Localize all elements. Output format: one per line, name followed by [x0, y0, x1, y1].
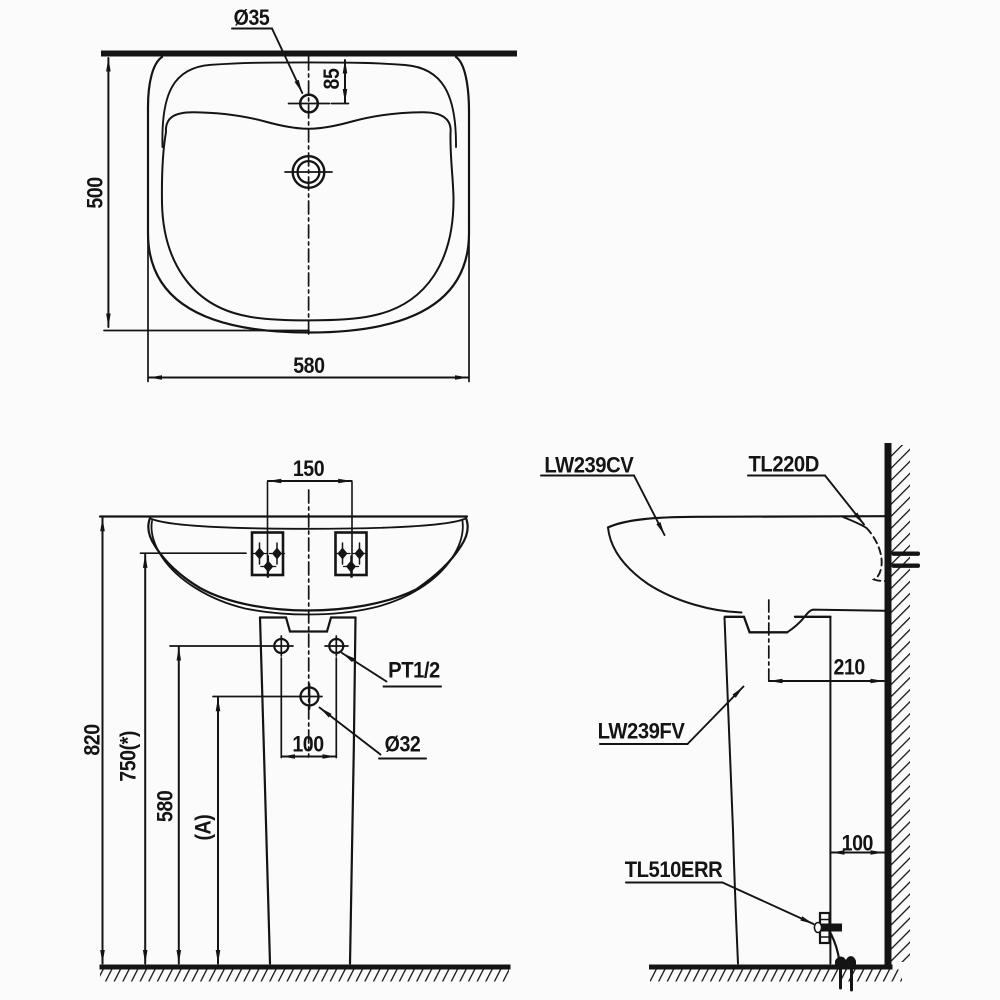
svg-text:500: 500 [83, 177, 108, 208]
svg-text:580: 580 [293, 354, 324, 379]
svg-text:LW239FV: LW239FV [598, 720, 685, 744]
svg-text:LW239CV: LW239CV [544, 454, 633, 478]
svg-text:PT1/2: PT1/2 [388, 659, 440, 683]
svg-text:(A): (A) [191, 815, 216, 841]
svg-text:100: 100 [292, 732, 323, 757]
svg-text:Ø32: Ø32 [385, 732, 421, 757]
svg-text:150: 150 [293, 457, 324, 482]
svg-text:820: 820 [80, 724, 105, 755]
svg-text:210: 210 [834, 655, 865, 680]
svg-text:580: 580 [153, 791, 178, 822]
svg-text:Ø35: Ø35 [234, 6, 270, 31]
svg-text:100: 100 [842, 831, 873, 856]
svg-text:750(*): 750(*) [116, 731, 141, 782]
svg-text:TL220D: TL220D [749, 453, 820, 477]
svg-text:85: 85 [320, 68, 345, 90]
svg-text:TL510ERR: TL510ERR [625, 858, 723, 882]
